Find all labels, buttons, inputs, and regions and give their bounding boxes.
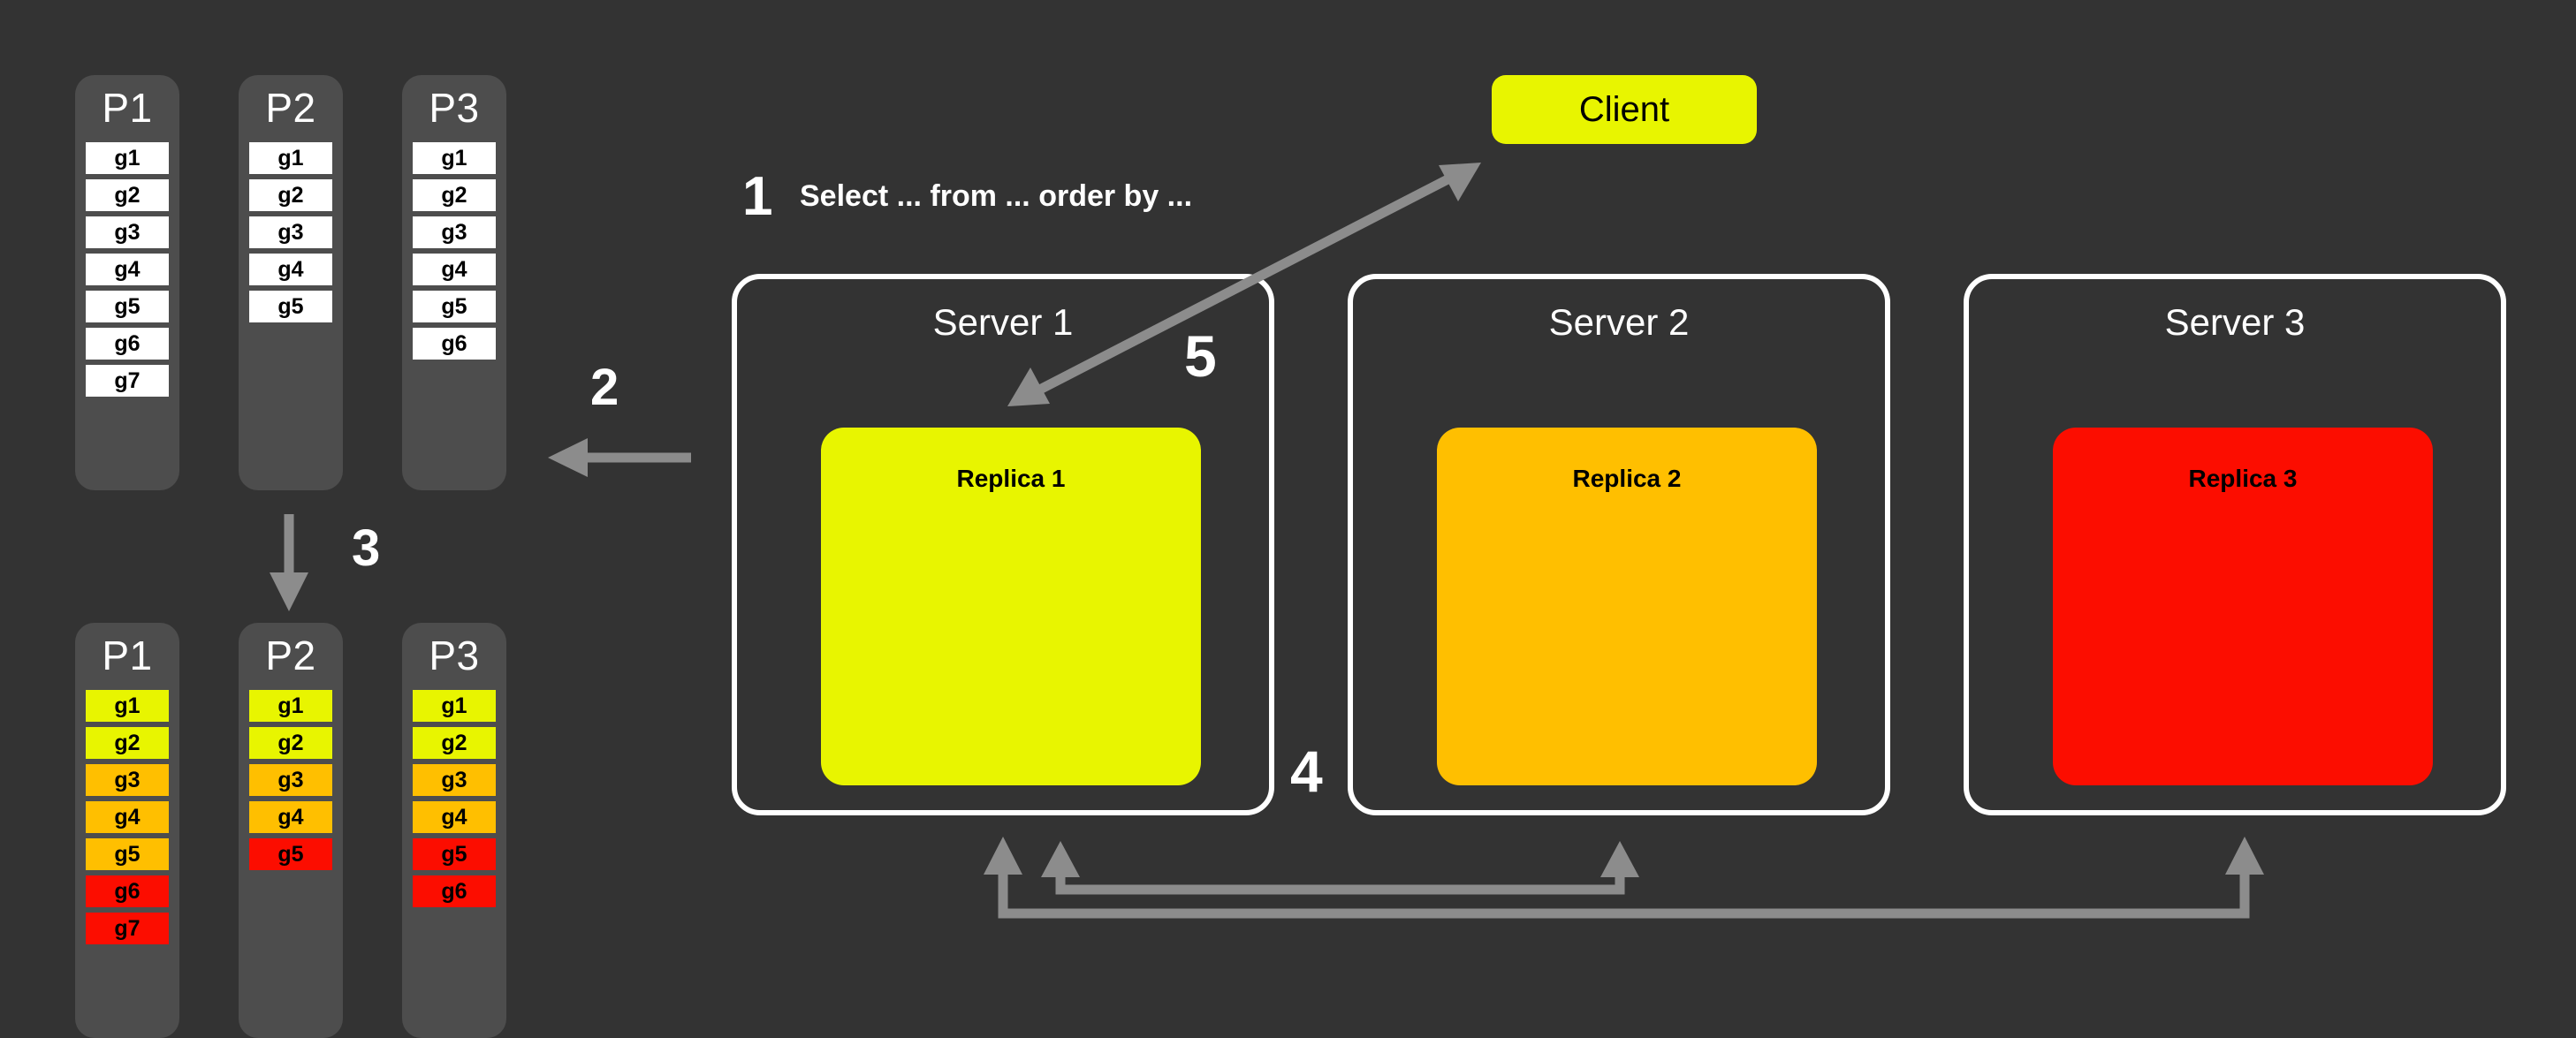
partition-cell: g6	[413, 875, 496, 907]
partition-cell: g1	[249, 142, 332, 174]
partition-title: P3	[429, 85, 480, 131]
replica-2-label: Replica 2	[1572, 465, 1682, 492]
partition-cell: g1	[86, 142, 169, 174]
partition-cell: g6	[413, 328, 496, 360]
partition-title: P2	[265, 85, 316, 131]
partition-cell: g5	[249, 838, 332, 870]
partition-cell: g3	[86, 216, 169, 248]
server-3-frame[interactable]: Server 3 Replica 3	[1964, 274, 2506, 815]
partition-title: P1	[102, 633, 153, 678]
client-node[interactable]: Client	[1492, 75, 1757, 144]
partition-cell: g2	[413, 727, 496, 759]
partition-cell: g5	[413, 291, 496, 322]
partition-cell: g1	[413, 142, 496, 174]
partition-cell: g5	[86, 838, 169, 870]
arrow-merge-up-icon	[984, 837, 2264, 919]
partition-cell: g1	[249, 690, 332, 722]
server-2-frame[interactable]: Server 2 Replica 2	[1348, 274, 1890, 815]
server-3-title: Server 3	[2164, 301, 2306, 343]
partition-cell: g1	[86, 690, 169, 722]
partition-cell: g2	[249, 727, 332, 759]
partition-cell: g2	[86, 179, 169, 211]
replica-3-node[interactable]: Replica 3	[2053, 428, 2433, 785]
replica-1-label: Replica 1	[956, 465, 1066, 492]
partition-cell: g4	[86, 254, 169, 285]
partition-cell: g5	[413, 838, 496, 870]
partition-title: P1	[102, 85, 153, 131]
server-1-frame[interactable]: Server 1 Replica 1	[732, 274, 1274, 815]
step-number-4: 4	[1290, 739, 1323, 804]
query-caption: Select ... from ... order by ...	[800, 179, 1193, 213]
partition-cell: g4	[249, 801, 332, 833]
client-label: Client	[1578, 90, 1670, 129]
partition-cell: g4	[413, 801, 496, 833]
partition-cell: g3	[86, 764, 169, 796]
step-number-1: 1	[742, 166, 773, 227]
step-number-5: 5	[1184, 323, 1217, 389]
partition-cell: g7	[86, 913, 169, 944]
partition-cell: g1	[413, 690, 496, 722]
replica-2-node[interactable]: Replica 2	[1437, 428, 1817, 785]
partition-bottom-p1: P1 g1 g2 g3 g4 g5 g6 g7	[75, 623, 179, 1038]
partition-bottom-p3: P3 g1 g2 g3 g4 g5 g6	[402, 623, 506, 1038]
step-number-2: 2	[590, 359, 619, 416]
server-2-title: Server 2	[1548, 301, 1690, 343]
partition-top-p1: P1 g1 g2 g3 g4 g5 g6 g7	[75, 75, 179, 490]
partition-cell: g3	[249, 764, 332, 796]
partition-cell: g7	[86, 365, 169, 397]
replica-1-node[interactable]: Replica 1	[821, 428, 1201, 785]
partition-cell: g5	[249, 291, 332, 322]
partition-cell: g2	[249, 179, 332, 211]
partition-top-p3: P3 g1 g2 g3 g4 g5 g6	[402, 75, 506, 490]
partition-cell: g3	[249, 216, 332, 248]
partition-cell: g3	[413, 216, 496, 248]
partition-cell: g4	[413, 254, 496, 285]
partition-cell: g6	[86, 328, 169, 360]
partition-title: P3	[429, 633, 480, 678]
step-number-3: 3	[352, 519, 381, 577]
partition-cell: g4	[86, 801, 169, 833]
partition-cell: g4	[249, 254, 332, 285]
partition-cell: g6	[86, 875, 169, 907]
partition-cell: g2	[86, 727, 169, 759]
partition-top-p2: P2 g1 g2 g3 g4 g5	[239, 75, 343, 490]
arrow-left-icon	[548, 438, 691, 477]
partition-cell: g3	[413, 764, 496, 796]
partition-cell: g2	[413, 179, 496, 211]
partition-bottom-p2: P2 g1 g2 g3 g4 g5	[239, 623, 343, 1038]
replica-3-label: Replica 3	[2188, 465, 2298, 492]
arrow-down-icon	[270, 514, 308, 611]
partition-title: P2	[265, 633, 316, 678]
arrow-merge-up-icon	[1041, 841, 1639, 895]
partition-cell: g5	[86, 291, 169, 322]
